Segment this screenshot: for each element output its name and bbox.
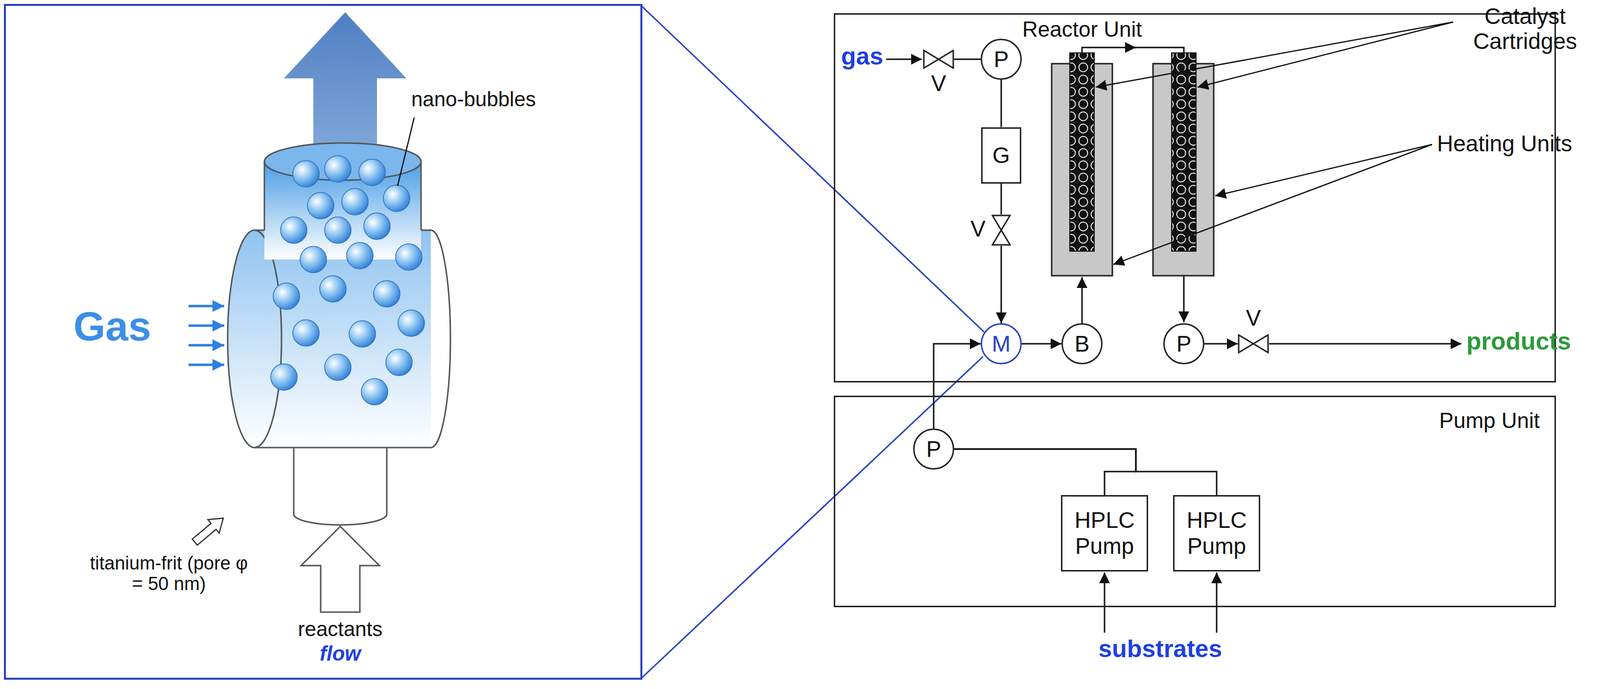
pointer-arrow [188, 511, 229, 549]
flow-label: products [1466, 328, 1572, 355]
valve-label: V [922, 70, 955, 96]
unit-box: Reactor UnitV P G V M B P V [833, 13, 1556, 383]
callout-line [641, 5, 985, 332]
flow-label: substrates [1098, 635, 1223, 663]
component-circle: P [913, 428, 955, 470]
component-circle: M [980, 323, 1022, 365]
flow-line [1000, 183, 1003, 215]
valve: V [922, 49, 955, 70]
callout-line [641, 356, 984, 679]
mixer-illustration [227, 142, 451, 525]
component-circle: P [980, 38, 1022, 80]
flow-line [886, 47, 1462, 633]
nano-bubbles [270, 155, 425, 405]
component-circle: B [1061, 323, 1103, 365]
detail-panel [4, 4, 642, 679]
valve-label: V [960, 216, 986, 242]
catalyst-cartridge [1069, 52, 1197, 252]
inlet-label: reactants [298, 617, 383, 641]
flow-line [1021, 343, 1062, 345]
leader-line [397, 117, 415, 187]
callout-label: Heating Units [1436, 131, 1573, 157]
valve-label: V [1237, 305, 1270, 331]
flow-line [1204, 343, 1238, 345]
unit-title: Pump Unit [1439, 408, 1540, 433]
component-label: P [1176, 330, 1192, 357]
component-label: P [993, 46, 1010, 73]
inflow-arrow [301, 526, 380, 612]
component-label: HPLC Pump [1065, 507, 1144, 560]
inlet-label: flow [319, 642, 361, 665]
inlet-label: Gas [73, 303, 152, 349]
component-box: HPLC Pump [1060, 494, 1149, 572]
component-label: P [926, 436, 942, 463]
valve: V [1237, 333, 1270, 354]
valve: V [991, 214, 1012, 246]
component-box: HPLC Pump [1173, 494, 1261, 572]
valve-symbol [1237, 333, 1270, 354]
flow-line [933, 343, 981, 429]
component-box: G [981, 127, 1022, 184]
valve-symbol [922, 49, 955, 70]
outflow-arrow [283, 12, 407, 147]
callout-label: nano-bubbles [411, 88, 537, 111]
component-circle: P [1163, 323, 1205, 365]
valve-symbol [991, 214, 1012, 246]
component-label: HPLC Pump [1177, 507, 1256, 560]
flow-line [954, 448, 1217, 495]
flow-line [1000, 79, 1003, 128]
unit-title: Reactor Unit [1022, 17, 1143, 42]
component-label: G [986, 142, 1017, 169]
flow-line [954, 58, 981, 61]
callout-label: titanium-frit (pore φ = 50 nm) [85, 553, 253, 595]
callout-label: Catalyst Cartridges [1456, 3, 1594, 54]
unit-box: Pump UnitP HPLC Pump HPLC Pump [833, 395, 1556, 608]
component-label: B [1074, 330, 1090, 357]
flow-line [1000, 245, 1003, 324]
flow-line [954, 448, 1136, 495]
flow-label: gas [841, 43, 884, 71]
gas-inlet-arrows [188, 305, 225, 365]
component-label: M [991, 330, 1011, 357]
leader-line [1095, 22, 1454, 265]
